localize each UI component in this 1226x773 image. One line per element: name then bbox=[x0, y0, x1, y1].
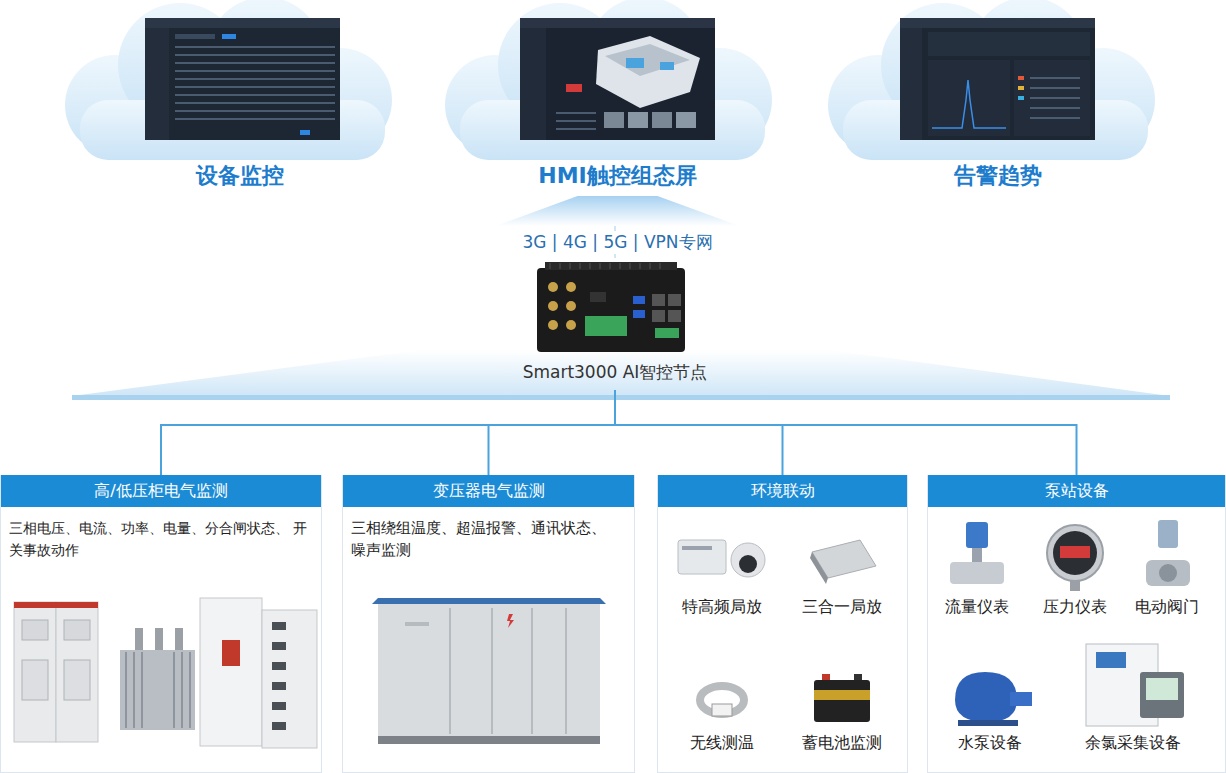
panel-node: 环境联动 bbox=[657, 475, 908, 773]
panel-header: 高/低压柜电气监测 bbox=[1, 475, 321, 507]
substation-image bbox=[372, 598, 606, 744]
panel-body-text: 三相绕组温度、超温报警、通讯状态、 噪声监测 bbox=[343, 507, 613, 561]
cloud bbox=[828, 0, 1155, 160]
item-caption: 流量仪表 bbox=[912, 597, 1042, 618]
item-caption: 余氯采集设备 bbox=[1068, 733, 1198, 754]
sensor-icons bbox=[678, 540, 876, 722]
cloud-node: 告警趋势 bbox=[828, 0, 1168, 195]
cloud-node: 设备监控 bbox=[70, 0, 410, 195]
item-caption: 水泵设备 bbox=[925, 733, 1055, 754]
network-label: 3G | 4G | 5G | VPN专网 bbox=[518, 231, 716, 254]
connector bbox=[615, 390, 1077, 475]
panel-node: 变压器电气监测三相绕组温度、超温报警、通讯状态、 噪声监测 bbox=[342, 475, 635, 773]
device-image bbox=[537, 262, 685, 352]
screenshot bbox=[520, 18, 715, 140]
panel-header: 变压器电气监测 bbox=[343, 475, 634, 507]
panel-header: 环境联动 bbox=[658, 475, 907, 507]
panel-node: 泵站设备 bbox=[927, 475, 1226, 773]
cloud-label: HMI触控组态屏 bbox=[538, 161, 697, 195]
item-caption: 特高频局放 bbox=[657, 597, 787, 618]
cloud bbox=[445, 0, 772, 160]
panel-node: 高/低压柜电气监测三相电压、电流、功率、电量、分合闸状态、 开关事故动作 bbox=[0, 475, 322, 773]
cloud-label: 设备监控 bbox=[196, 161, 284, 195]
pump-station-icons bbox=[950, 520, 1190, 726]
item-caption: 无线测温 bbox=[657, 733, 787, 754]
switchgear-image bbox=[14, 598, 317, 748]
connector bbox=[161, 390, 615, 475]
cloud bbox=[65, 0, 392, 160]
panel-header: 泵站设备 bbox=[928, 475, 1225, 507]
device-label: Smart3000 AI智控节点 bbox=[523, 361, 708, 390]
screenshot bbox=[145, 18, 340, 140]
device-node: Smart3000 AI智控节点 bbox=[470, 258, 760, 390]
connector bbox=[489, 390, 616, 475]
item-caption: 压力仪表 bbox=[1010, 597, 1140, 618]
platform bbox=[72, 350, 1170, 400]
connector bbox=[615, 390, 783, 475]
item-caption: 三合一局放 bbox=[777, 597, 907, 618]
cloud-node: HMI触控组态屏 bbox=[445, 0, 790, 195]
screenshot bbox=[900, 18, 1095, 140]
panel-body-text: 三相电压、电流、功率、电量、分合闸状态、 开关事故动作 bbox=[1, 507, 319, 561]
cloud-label: 告警趋势 bbox=[954, 161, 1042, 195]
item-caption: 电动阀门 bbox=[1102, 597, 1226, 618]
item-caption: 蓄电池监测 bbox=[777, 733, 907, 754]
connector bbox=[496, 196, 740, 258]
